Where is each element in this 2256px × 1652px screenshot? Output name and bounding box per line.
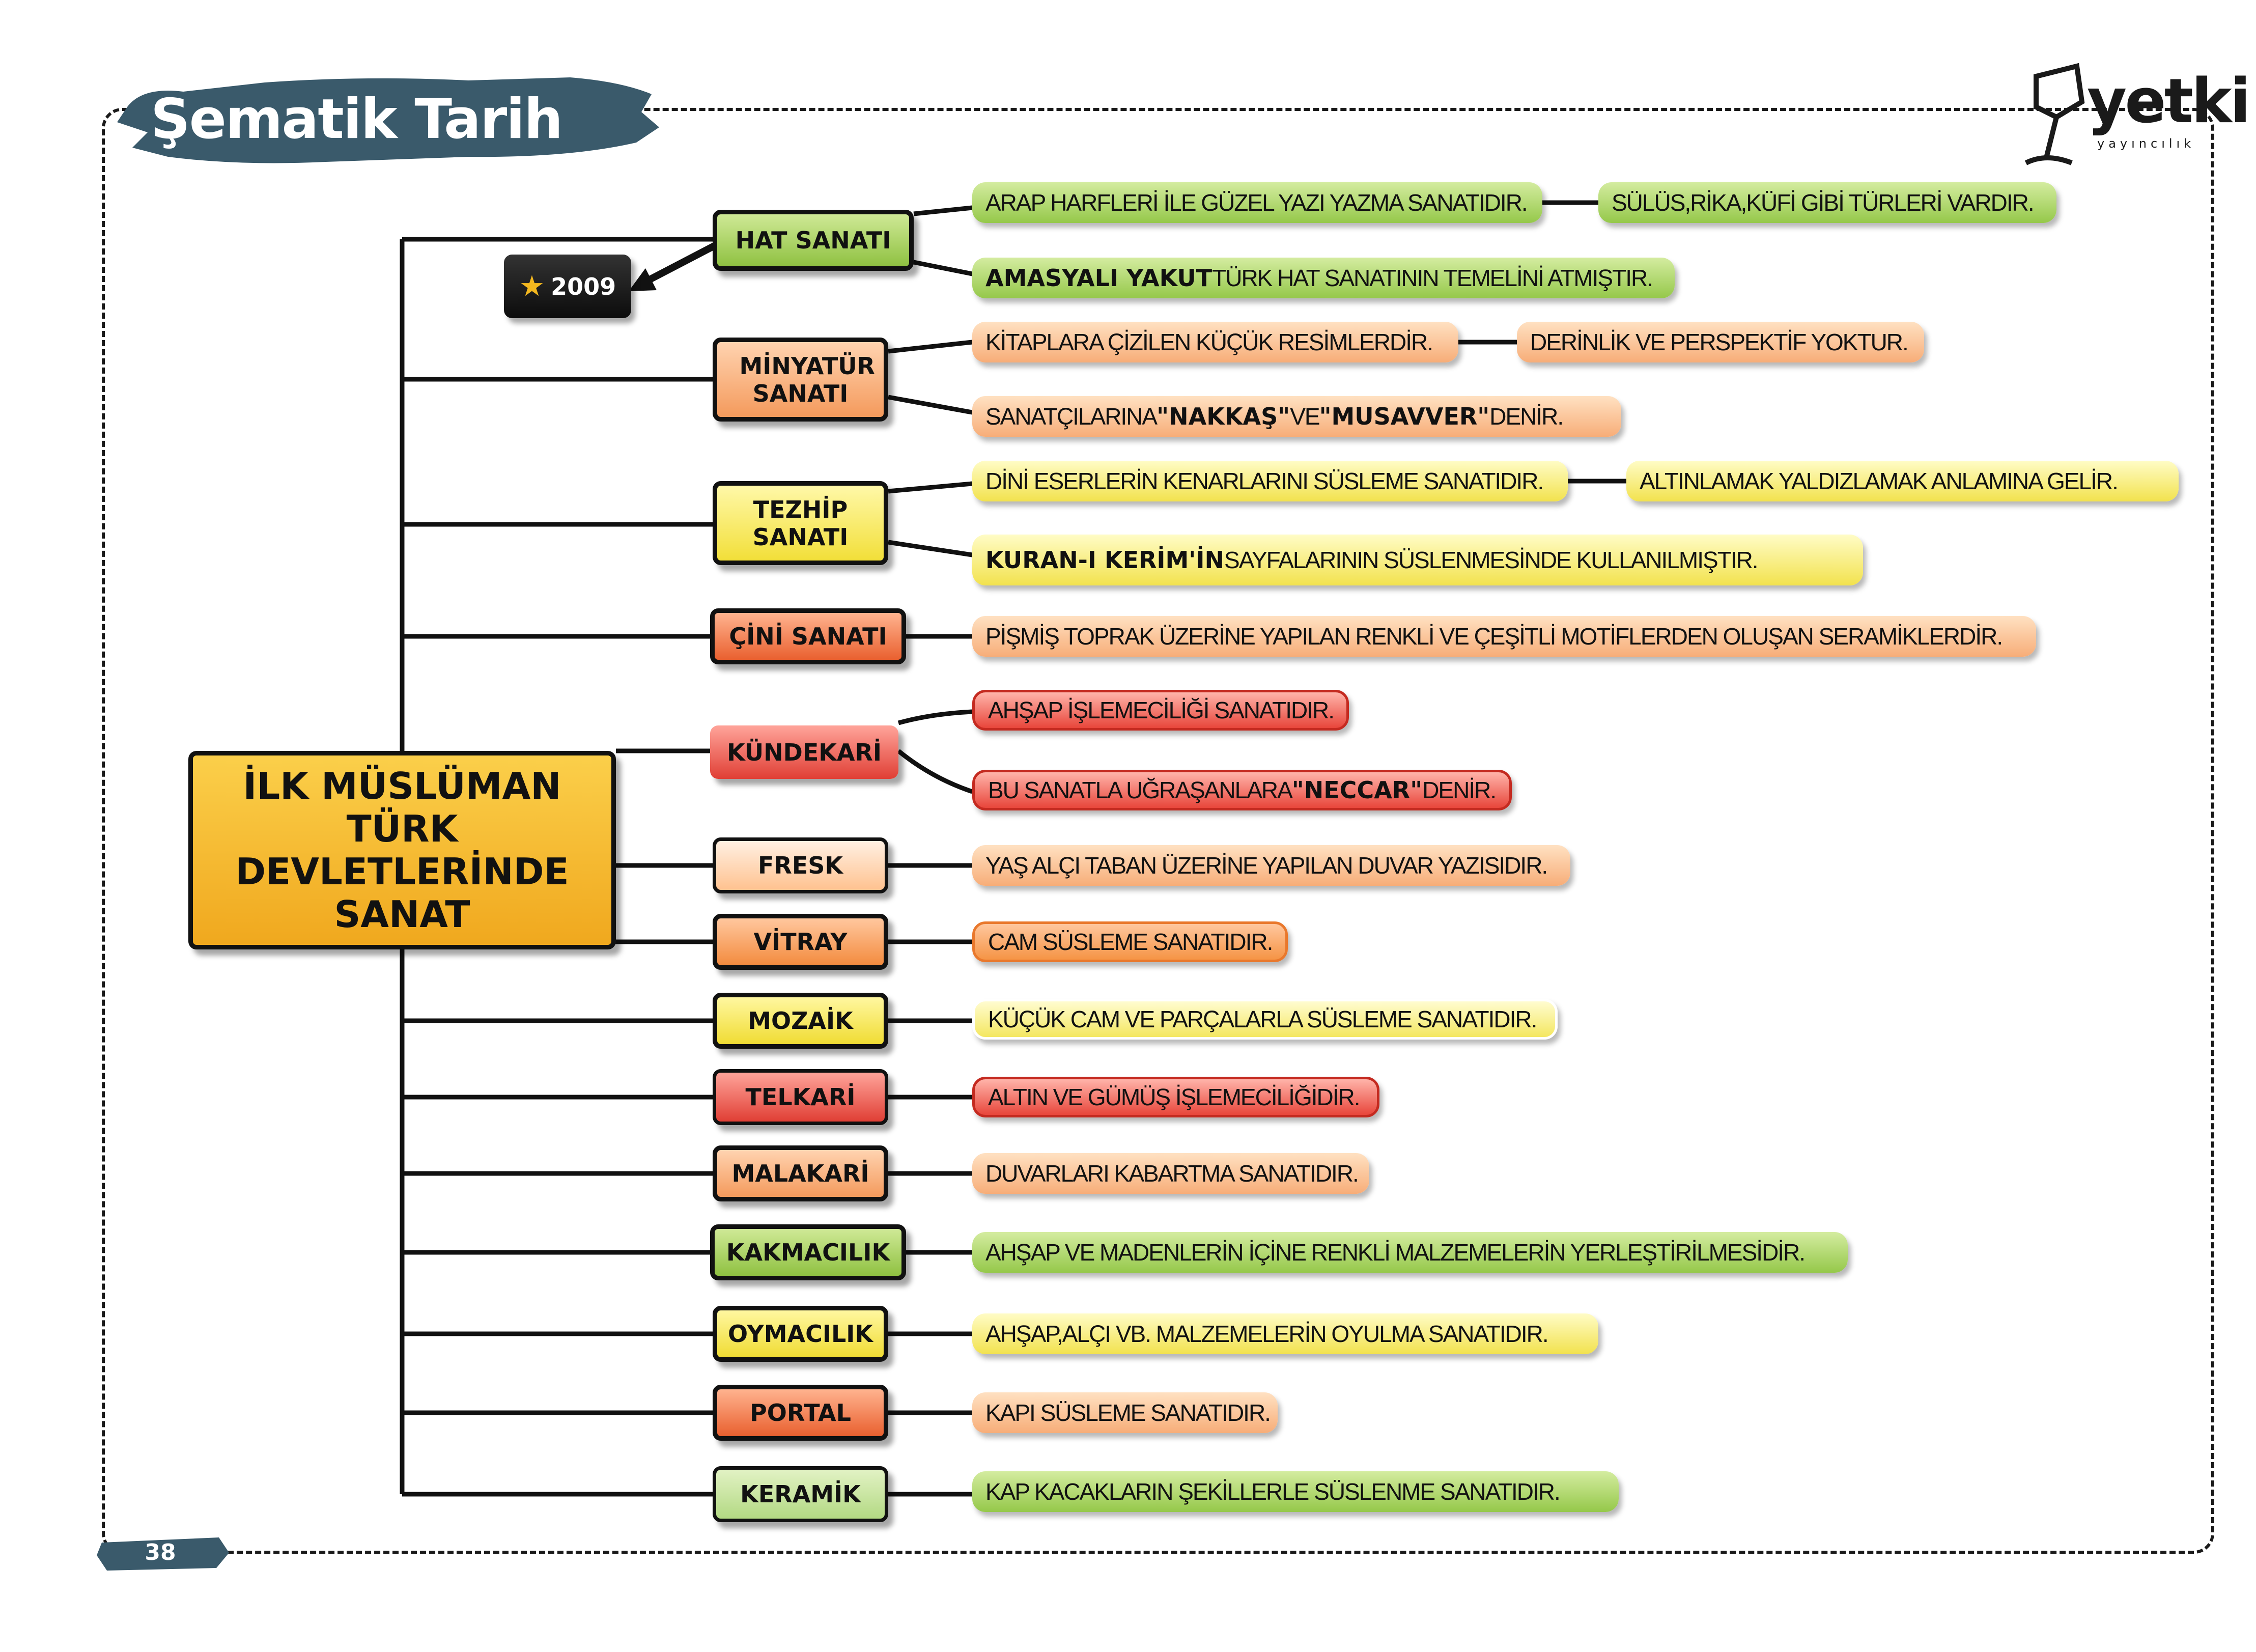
leaf-tezhip-definition: DİNİ ESERLERİN KENARLARINI SÜSLEME SANAT… [972, 461, 1568, 501]
root-node: İLK MÜSLÜMAN TÜRK DEVLETLERİNDE SANAT [188, 751, 616, 949]
logo-text: yetki [2087, 66, 2251, 137]
dashed-frame [102, 108, 2214, 1554]
logo-pen-icon [2024, 63, 2085, 165]
leaf-mozaik-definition: KÜÇÜK CAM VE PARÇALARLA SÜSLEME SANATIDI… [972, 999, 1558, 1040]
category-kakmacilik: KAKMACILIK [710, 1224, 906, 1280]
category-keramik: KERAMİK [713, 1466, 888, 1522]
leaf-telkari-definition: ALTIN VE GÜMÜŞ İŞLEMECİLİĞİDİR. [972, 1077, 1379, 1117]
leaf-kakmacilik-definition: AHŞAP VE MADENLERİN İÇİNE RENKLİ MALZEME… [972, 1232, 1848, 1273]
leaf-kundekari-definition: AHŞAP İŞLEMECİLİĞİ SANATIDIR. [972, 690, 1349, 731]
leaf-bold: "NECCAR" [1291, 776, 1423, 804]
leaf-text: BU SANATLA UĞRAŞANLARA [988, 777, 1293, 803]
leaf-hat-types: SÜLÜS,RİKA,KÜFİ GİBİ TÜRLERİ VARDIR. [1598, 182, 2056, 223]
category-telkari: TELKARİ [713, 1069, 888, 1125]
leaf-bold: KURAN-I KERİM'İN [985, 546, 1225, 574]
leaf-text: TÜRK HAT SANATININ TEMELİNİ ATMIŞTIR. [1212, 265, 1653, 291]
page-number: 38 [145, 1539, 176, 1565]
leaf-bold: "MUSAVVER" [1319, 403, 1490, 430]
category-minyatur-sanati: MİNYATÜR SANATI [713, 338, 888, 422]
leaf-keramik-definition: KAP KACAKLARIN ŞEKİLLERLE SÜSLENME SANAT… [972, 1471, 1619, 1512]
leaf-portal-definition: KAPI SÜSLEME SANATIDIR. [972, 1392, 1278, 1433]
leaf-vitray-definition: CAM SÜSLEME SANATIDIR. [972, 921, 1288, 962]
leaf-minyatur-artists: SANATÇILARINA "NAKKAŞ" VE "MUSAVVER" DEN… [972, 396, 1621, 437]
leaf-text: SANATÇILARINA [985, 403, 1158, 430]
category-cini-sanati: ÇİNİ SANATI [710, 608, 906, 664]
category-oymacilik: OYMACILIK [713, 1306, 888, 1362]
category-malakari: MALAKARİ [713, 1145, 888, 1201]
leaf-text: DENİR. [1422, 777, 1497, 803]
leaf-bold: AMASYALI YAKUT [985, 264, 1212, 292]
category-hat-sanati: HAT SANATI [713, 210, 914, 271]
category-vitray: VİTRAY [713, 914, 888, 970]
leaf-oymacilik-definition: AHŞAP,ALÇI VB. MALZEMELERİN OYULMA SANAT… [972, 1313, 1598, 1354]
arrow-head [629, 268, 657, 291]
category-mozaik: MOZAİK [713, 993, 888, 1049]
category-portal: PORTAL [713, 1385, 888, 1441]
page-number-brush [97, 1537, 229, 1571]
leaf-minyatur-definition: KİTAPLARA ÇİZİLEN KÜÇÜK RESİMLERDİR. [972, 322, 1458, 362]
leaf-kundekari-neccar: BU SANATLA UĞRAŞANLARA "NECCAR" DENİR. [972, 770, 1512, 810]
star-icon: ★ [519, 270, 545, 303]
leaf-tezhip-meaning: ALTINLAMAK YALDIZLAMAK ANLAMINA GELİR. [1626, 461, 2179, 501]
leaf-cini-definition: PİŞMİŞ TOPRAK ÜZERİNE YAPILAN RENKLİ VE … [972, 616, 2036, 657]
year-badge: ★ 2009 [504, 255, 631, 318]
leaf-text: VE [1290, 403, 1320, 430]
category-kundekari: KÜNDEKARİ [710, 725, 898, 779]
category-tezhip-sanati: TEZHİP SANATI [713, 481, 888, 565]
category-label: TEZHİP SANATI [752, 495, 849, 551]
logo-subtitle: yayıncılık [2097, 136, 2195, 151]
category-label: MİNYATÜR SANATI [739, 352, 875, 407]
leaf-hat-amasyali: AMASYALI YAKUT TÜRK HAT SANATININ TEMELİ… [972, 258, 1675, 298]
header-banner-brush [117, 77, 659, 163]
leaf-malakari-definition: DUVARLARI KABARTMA SANATIDIR. [972, 1153, 1369, 1194]
category-fresk: FRESK [713, 837, 888, 893]
page-title: Şematik Tarih [150, 88, 563, 151]
leaf-minyatur-perspective: DERİNLİK VE PERSPEKTİF YOKTUR. [1517, 322, 1924, 362]
year-badge-label: 2009 [551, 272, 616, 300]
leaf-text: DENİR. [1489, 403, 1564, 430]
leaf-bold: "NAKKAŞ" [1157, 403, 1290, 430]
leaf-tezhip-quran: KURAN-I KERİM'İN SAYFALARININ SÜSLENMESİ… [972, 535, 1863, 585]
leaf-hat-definition: ARAP HARFLERİ İLE GÜZEL YAZI YAZMA SANAT… [972, 182, 1542, 223]
leaf-text: SAYFALARININ SÜSLENMESİNDE KULLANILMIŞTI… [1224, 547, 1759, 573]
leaf-fresk-definition: YAŞ ALÇI TABAN ÜZERİNE YAPILAN DUVAR YAZ… [972, 845, 1570, 886]
